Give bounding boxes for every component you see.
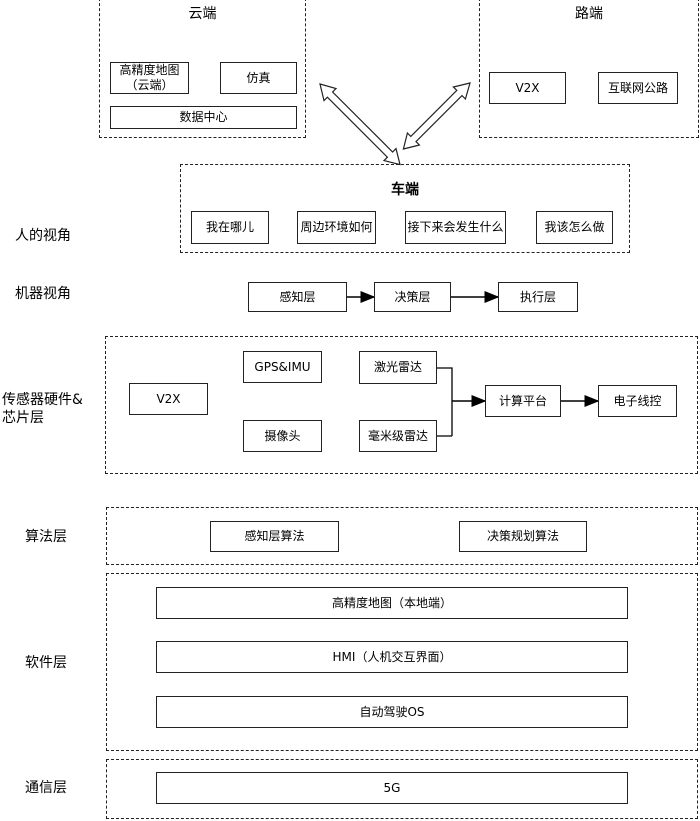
communication-layer-label: 通信层 [25, 780, 67, 796]
cloud-vehicle-double-arrow [319, 83, 401, 166]
drive-by-wire-box: 电子线控 [598, 385, 677, 417]
algorithm-layer-label: 算法层 [25, 529, 67, 545]
iov-road-box: 互联网公路 [598, 72, 678, 104]
hardware-panel [105, 336, 698, 474]
decision-layer-box: 决策层 [374, 282, 451, 312]
surroundings-box: 周边环境如何 [297, 211, 376, 244]
hmi-box: HMI（人机交互界面） [156, 641, 628, 673]
what-to-do-box: 我该怎么做 [536, 211, 613, 244]
communication-panel [106, 759, 698, 819]
what-next-box: 接下来会发生什么 [405, 211, 506, 244]
road-panel: 路端 [479, 0, 699, 138]
ad-os-box: 自动驾驶OS [156, 696, 628, 728]
perception-layer-box: 感知层 [248, 282, 347, 312]
lidar-box: 激光雷达 [359, 351, 437, 384]
execution-layer-box: 执行层 [498, 282, 578, 312]
radar-merge-connector [437, 367, 453, 437]
human-view-label: 人的视角 [15, 228, 71, 244]
camera-box: 摄像头 [243, 420, 322, 452]
software-panel [106, 573, 698, 751]
planning-algorithm-box: 决策规划算法 [459, 521, 587, 552]
where-am-i-box: 我在哪儿 [191, 211, 269, 244]
hardware-v2x-box: V2X [129, 383, 208, 415]
hardware-layer-label: 传感器硬件&芯片层 [2, 392, 83, 426]
machine-view-label: 机器视角 [15, 286, 71, 302]
cloud-title: 云端 [188, 6, 217, 22]
perception-algorithm-box: 感知层算法 [210, 521, 339, 552]
simulation-box: 仿真 [220, 62, 297, 94]
road-title: 路端 [575, 6, 603, 22]
algorithm-panel [106, 507, 698, 565]
computing-platform-box: 计算平台 [485, 385, 561, 417]
road-v2x-box: V2X [489, 72, 566, 104]
software-layer-label: 软件层 [25, 655, 67, 671]
gps-imu-box: GPS&IMU [243, 351, 322, 383]
hd-map-local-box: 高精度地图（本地端） [156, 587, 628, 619]
mmwave-radar-box: 毫米级雷达 [359, 420, 437, 452]
fiveg-box: 5G [156, 772, 628, 804]
cloud-panel: 云端 [99, 0, 306, 138]
vehicle-title: 车端 [391, 182, 419, 198]
data-center-box: 数据中心 [110, 106, 297, 129]
vehicle-panel: 车端 [180, 164, 630, 253]
cloud-hd-map-box: 高精度地图（云端） [110, 62, 189, 94]
road-vehicle-double-arrow [402, 82, 471, 150]
